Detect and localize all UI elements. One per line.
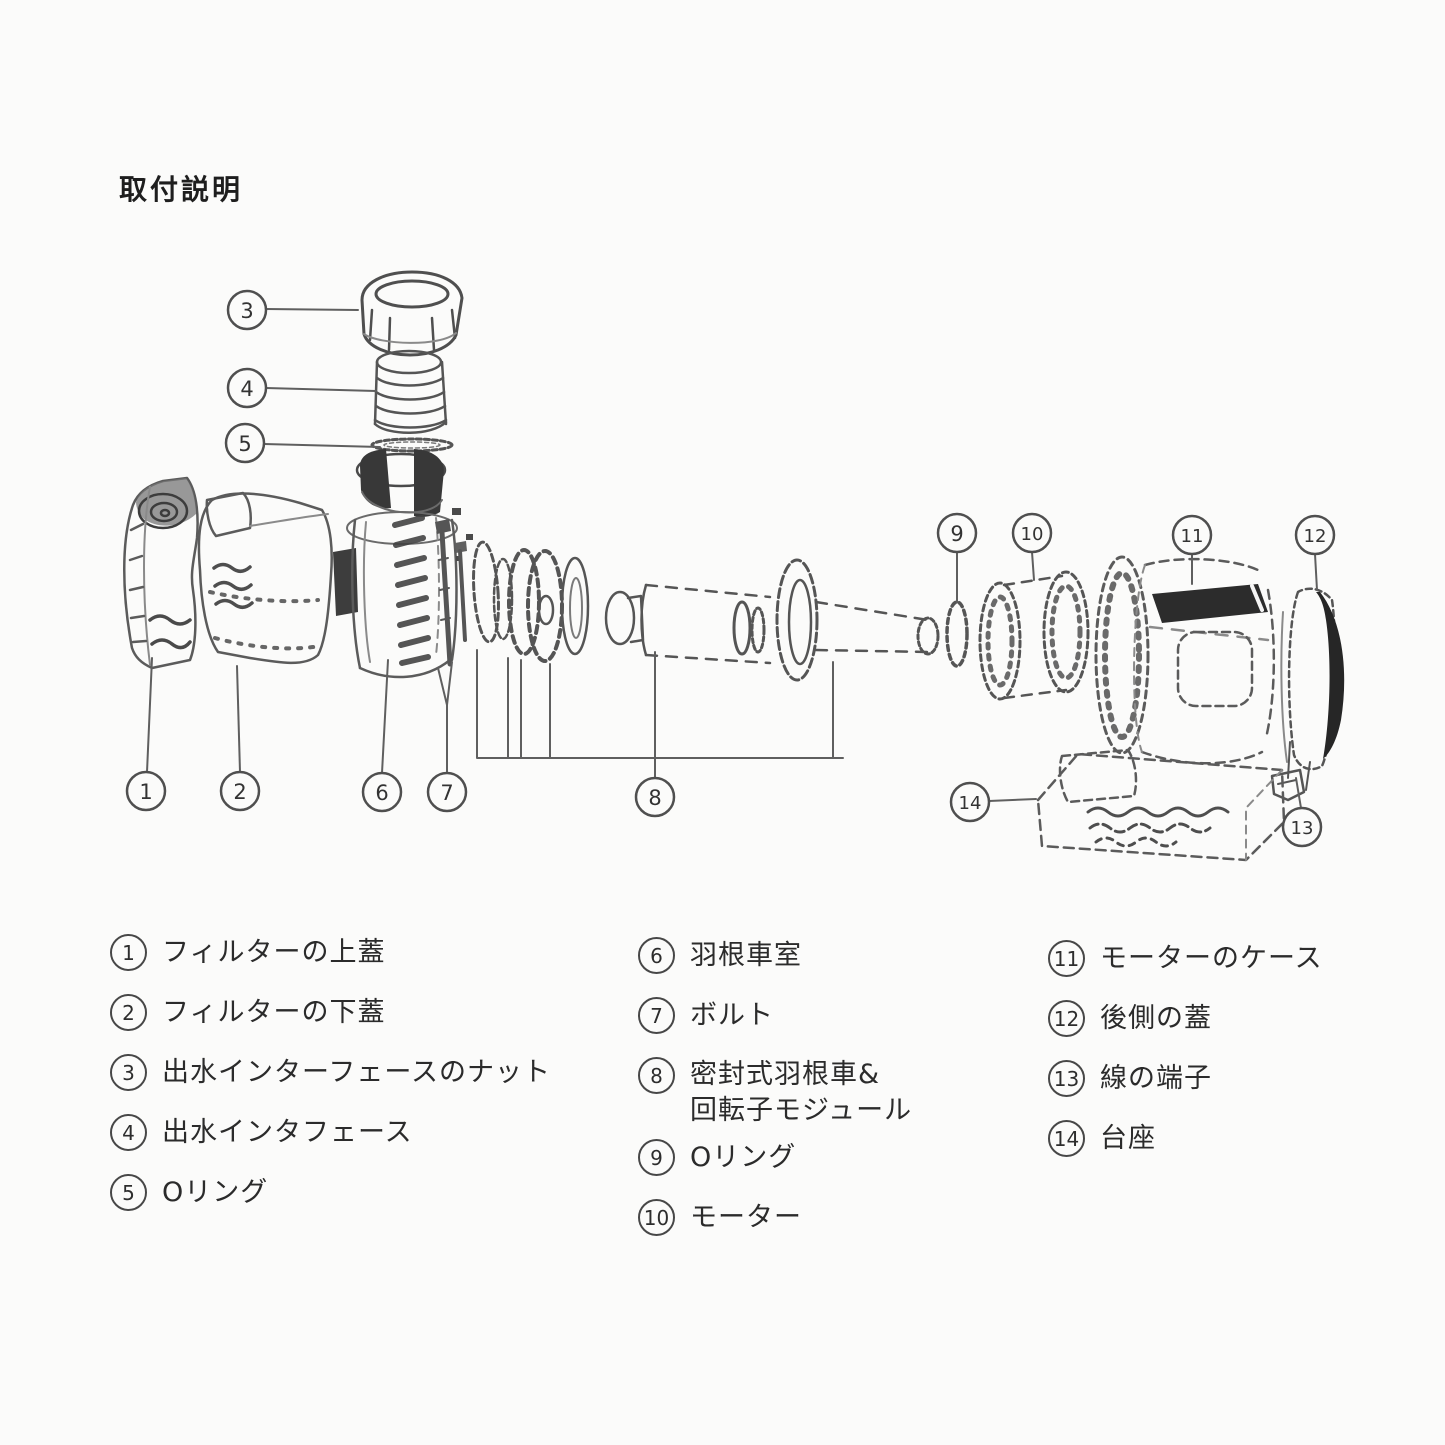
cover-crescent bbox=[1316, 592, 1345, 759]
callout-9: 9 bbox=[936, 512, 978, 554]
svg-text:4: 4 bbox=[240, 377, 253, 401]
legend-item-1: 1 フィルターの上蓋 bbox=[110, 934, 551, 971]
part-impeller-rotor-module bbox=[472, 540, 940, 682]
legend-label: モーター bbox=[690, 1202, 802, 1233]
part-motor-case bbox=[1094, 555, 1276, 765]
part-bolts bbox=[435, 519, 467, 667]
callout-5: 5 bbox=[224, 422, 266, 464]
callout-4: 4 bbox=[226, 367, 268, 409]
svg-text:14: 14 bbox=[959, 793, 982, 814]
part-wire-terminal bbox=[1270, 611, 1306, 802]
callout-13: 13 bbox=[1281, 806, 1323, 848]
legend-item-3: 3 出水インターフェースのナット bbox=[110, 1054, 551, 1091]
legend-column-1: 1 フィルターの上蓋 2 フィルターの下蓋 3 出水インターフェースのナット 4… bbox=[110, 934, 551, 1234]
svg-text:10: 10 bbox=[1021, 524, 1044, 545]
callout-11: 11 bbox=[1171, 514, 1213, 556]
legend-label: Oリング bbox=[162, 1177, 269, 1208]
svg-text:12: 12 bbox=[1304, 526, 1327, 547]
svg-text:11: 11 bbox=[1181, 526, 1204, 547]
legend-num-circle: 12 bbox=[1048, 1000, 1085, 1037]
svg-text:5: 5 bbox=[238, 432, 251, 456]
legend-item-10: 10 モーター bbox=[638, 1199, 912, 1236]
legend-column-2: 6 羽根車室 7 ボルト 8 密封式羽根車& 回転子モジュール 9 Oリング 1… bbox=[638, 937, 912, 1259]
svg-text:9: 9 bbox=[950, 522, 963, 546]
legend-label: ボルト bbox=[690, 1000, 774, 1031]
connector-block bbox=[333, 548, 358, 616]
part-o-ring-outlet bbox=[370, 437, 454, 453]
legend-label: フィルターの下蓋 bbox=[162, 997, 386, 1028]
legend-num-circle: 7 bbox=[638, 997, 675, 1034]
callout-7: 7 bbox=[426, 771, 468, 813]
legend-item-9: 9 Oリング bbox=[638, 1139, 912, 1176]
part-o-ring-motor bbox=[945, 600, 969, 668]
legend-item-4: 4 出水インタフェース bbox=[110, 1114, 551, 1151]
part-impeller-chamber bbox=[346, 449, 473, 679]
legend-item-5: 5 Oリング bbox=[110, 1174, 551, 1211]
page-title: 取付説明 bbox=[119, 173, 244, 206]
legend-num-circle: 4 bbox=[110, 1114, 147, 1151]
legend-item-11: 11 モーターのケース bbox=[1048, 940, 1323, 977]
svg-text:1: 1 bbox=[139, 780, 152, 804]
part-filter-top-cover bbox=[123, 476, 199, 670]
legend-item-14: 14 台座 bbox=[1048, 1120, 1323, 1157]
part-outlet-interface bbox=[373, 349, 448, 434]
legend-item-2: 2 フィルターの下蓋 bbox=[110, 994, 551, 1031]
callout-8: 8 bbox=[634, 776, 676, 818]
svg-text:8: 8 bbox=[648, 786, 661, 810]
part-motor bbox=[978, 570, 1090, 701]
svg-text:2: 2 bbox=[233, 780, 246, 804]
legend-num-circle: 9 bbox=[638, 1139, 675, 1176]
callout-12: 12 bbox=[1294, 514, 1336, 556]
callout-10: 10 bbox=[1011, 512, 1053, 554]
legend-label: フィルターの上蓋 bbox=[162, 937, 386, 968]
legend-num-circle: 1 bbox=[110, 934, 147, 971]
legend-column-3: 11 モーターのケース 12 後側の蓋 13 線の端子 14 台座 bbox=[1048, 940, 1323, 1180]
case-handle bbox=[1152, 584, 1268, 623]
part-base bbox=[1036, 748, 1286, 862]
legend-label: 出水インターフェースのナット bbox=[162, 1057, 552, 1088]
legend-label: 密封式羽根車& 回転子モジュール bbox=[690, 1057, 912, 1129]
legend-item-12: 12 後側の蓋 bbox=[1048, 1000, 1323, 1037]
callout-14: 14 bbox=[949, 781, 991, 823]
legend-label-line2: 回転子モジュール bbox=[690, 1095, 913, 1126]
legend-num-circle: 11 bbox=[1048, 940, 1085, 977]
leader-lines bbox=[146, 308, 1318, 809]
legend-label: 出水インタフェース bbox=[162, 1117, 413, 1148]
legend-num-circle: 6 bbox=[638, 937, 675, 974]
legend-label: 後側の蓋 bbox=[1100, 1003, 1212, 1034]
legend-num-circle: 3 bbox=[110, 1054, 147, 1091]
legend-label: 線の端子 bbox=[1100, 1063, 1212, 1094]
legend-num-circle: 8 bbox=[638, 1057, 675, 1094]
legend-label: Oリング bbox=[690, 1142, 797, 1173]
svg-text:13: 13 bbox=[1291, 818, 1314, 839]
legend-label: 台座 bbox=[1100, 1123, 1156, 1154]
legend-item-8: 8 密封式羽根車& 回転子モジュール bbox=[638, 1057, 912, 1131]
svg-text:3: 3 bbox=[240, 299, 253, 323]
part-filter-bottom-cover bbox=[197, 491, 358, 665]
legend-item-6: 6 羽根車室 bbox=[638, 937, 912, 974]
legend-item-13: 13 線の端子 bbox=[1048, 1060, 1323, 1097]
legend-label-line1: 密封式羽根車& bbox=[690, 1059, 881, 1090]
legend-num-circle: 10 bbox=[638, 1199, 675, 1236]
part-outlet-nut bbox=[360, 270, 464, 357]
legend-num-circle: 13 bbox=[1048, 1060, 1085, 1097]
legend-item-7: 7 ボルト bbox=[638, 997, 912, 1034]
callout-2: 2 bbox=[219, 770, 261, 812]
legend-label: モーターのケース bbox=[1100, 943, 1323, 974]
legend-num-circle: 2 bbox=[110, 994, 147, 1031]
legend-label: 羽根車室 bbox=[690, 940, 802, 971]
callout-1: 1 bbox=[125, 770, 167, 812]
callout-3: 3 bbox=[226, 289, 268, 331]
svg-text:7: 7 bbox=[440, 781, 453, 805]
callouts: 1 2 3 4 5 6 7 bbox=[125, 289, 1336, 848]
part-rear-cover bbox=[1287, 587, 1345, 791]
svg-text:6: 6 bbox=[375, 781, 388, 805]
callout-6: 6 bbox=[361, 771, 403, 813]
legend-num-circle: 5 bbox=[110, 1174, 147, 1211]
legend-num-circle: 14 bbox=[1048, 1120, 1085, 1157]
